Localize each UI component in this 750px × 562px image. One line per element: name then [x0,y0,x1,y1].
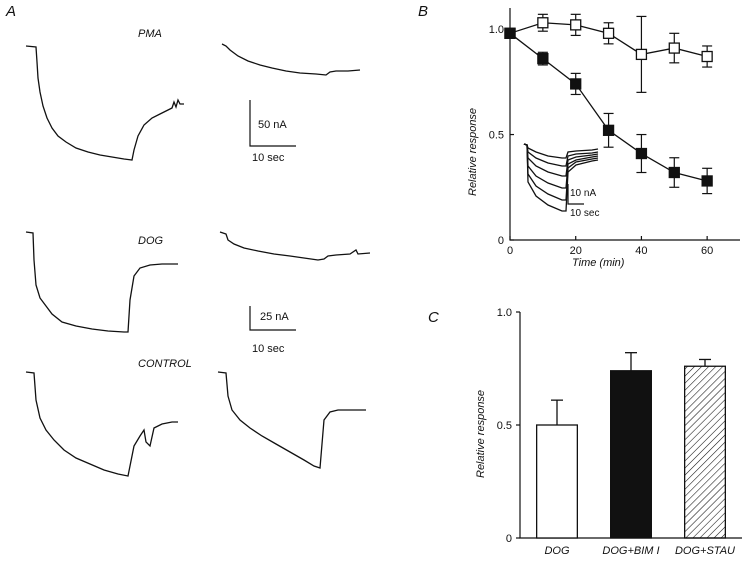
open-series-point [602,27,615,39]
scale-bar-50na-time: 10 sec [252,152,285,164]
y-tick-label: 0.5 [489,130,504,142]
panel-b-series [504,13,713,195]
filled-series-point [602,124,615,136]
filled-series-point [701,175,713,187]
y-tick-label: 0.5 [497,420,512,432]
panel-b-axes [509,8,740,241]
panel-b-xlabel: Time (min) [572,257,625,269]
x-tick-label: 60 [701,245,713,257]
row-label-pma: PMA [138,28,162,40]
y-tick-label: 0 [498,235,504,247]
open-series-point [668,42,680,54]
open-series-point [570,19,582,31]
scale-bar-50na-current: 50 nA [258,119,287,131]
panel-c-label: C [428,309,439,326]
panel-b-chart: 0 20 40 60 0 0.5 1.0 Relative response Time (m… [467,8,740,269]
y-tick-label: 0 [506,533,512,545]
bar-category-label: DOG+BIM I [602,545,659,557]
open-series-point [537,17,549,29]
panel-b-label: B [418,3,428,20]
inset-scale-bar [567,184,584,205]
panel-c-chart: 0 0.5 1.0 DOG DOG+BIM I DOG+STAU Relative re… [475,307,742,557]
trace-pma-after [221,43,361,76]
panel-c-ticks: 0 0.5 1.0 [497,307,520,545]
open-series-point [701,50,713,63]
y-tick-label: 1.0 [497,307,512,319]
y-tick-label: 1.0 [489,24,504,36]
row-label-control: CONTROL [138,358,192,370]
filled-series-point [537,52,549,65]
row-label-dog: DOG [138,235,164,247]
bar-category-label: DOG [544,545,570,557]
trace-control-1 [25,371,178,477]
scale-bar-25na [249,306,296,331]
trace-control-2 [217,371,366,469]
x-tick-label: 40 [635,245,647,257]
bar [684,365,727,539]
bar-category-label: DOG+STAU [675,545,735,557]
panel-b-inset: 10 nA 10 sec [523,143,599,219]
bar [536,424,579,539]
x-tick-label: 0 [507,245,513,257]
inset-scale-current: 10 nA [570,188,596,199]
scale-bar-25na-current: 25 nA [260,311,289,323]
trace-dog-before [25,231,178,333]
scale-bar-50na [249,100,296,147]
filled-series-point [635,147,648,160]
open-series-point [635,48,648,61]
panel-c-ylabel: Relative response [475,390,487,478]
panel-b-ticks: 0 20 40 60 0 0.5 1.0 [489,24,714,257]
panel-c-bars: DOG DOG+BIM I DOG+STAU [536,352,735,557]
x-tick-label: 20 [570,245,582,257]
inset-scale-time: 10 sec [570,208,599,219]
inset-trace [523,143,599,212]
filled-series-point [668,166,680,179]
filled-series-point [570,78,582,90]
panel-a-label: A [5,3,16,20]
trace-dog-after [219,231,371,261]
filled-series-point [504,27,516,39]
bar [610,370,653,539]
panel-b-ylabel: Relative response [467,108,479,196]
scale-bar-25na-time: 10 sec [252,343,285,355]
trace-pma-before [25,45,184,161]
